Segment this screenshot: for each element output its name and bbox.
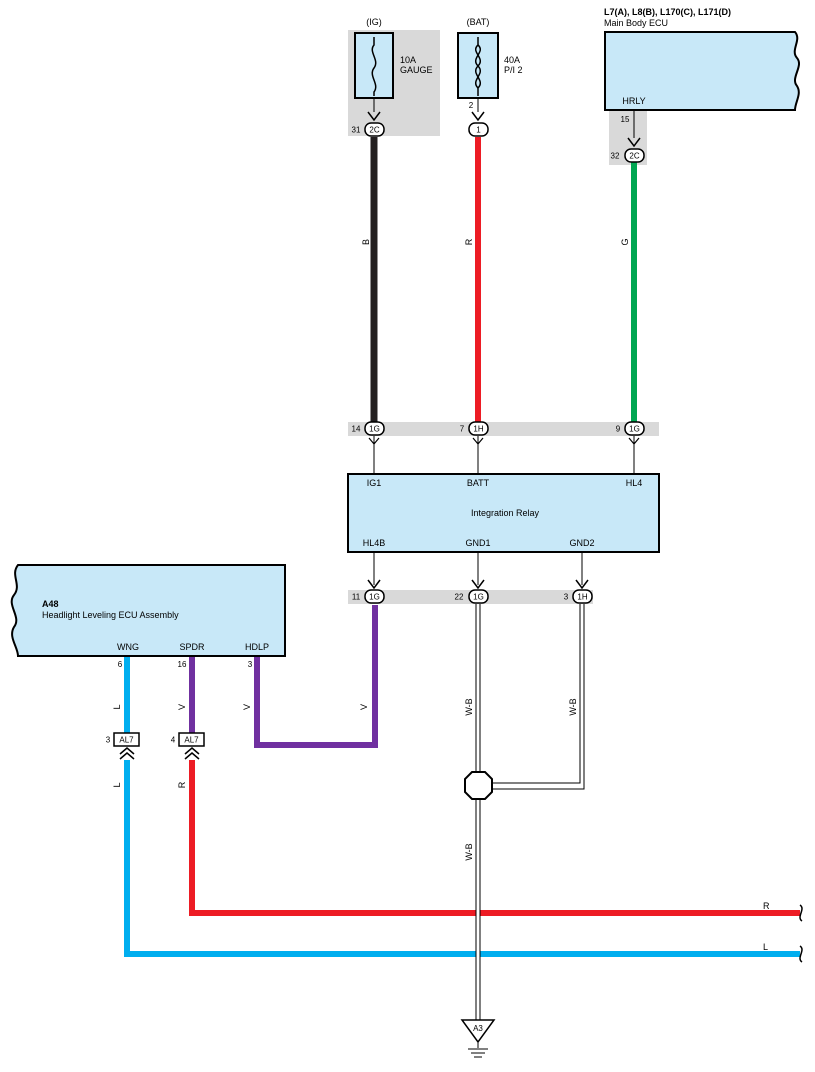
svg-text:2C: 2C	[369, 126, 379, 135]
wire-color-label: B	[361, 239, 371, 245]
main-body-ecu: L7(A), L8(B), L170(C), L171(D) Main Body…	[604, 7, 800, 124]
svg-text:2C: 2C	[629, 152, 639, 161]
fuse-name: GAUGE	[400, 65, 433, 75]
connector-1-bat: 1 2	[468, 101, 489, 137]
wire-wng-blue-out	[124, 760, 800, 957]
ecu-terminal-pin: 15	[621, 115, 630, 124]
svg-text:1H: 1H	[577, 593, 587, 602]
svg-text:1G: 1G	[629, 425, 640, 434]
fuse-icon	[371, 37, 377, 96]
connector-al7-wng: AL7 3	[106, 732, 140, 760]
relay-top-band	[348, 422, 659, 436]
connector-pin: 11	[352, 593, 361, 602]
ecu-pin-hdlp: 3	[248, 660, 253, 669]
wire-color-label: R	[763, 901, 770, 911]
wire-color-label: G	[620, 238, 630, 245]
fuse-gauge: (IG) 10A GAUGE	[354, 17, 433, 99]
ecu-terminal-wng: WNG	[117, 642, 139, 652]
integration-relay: IG1 BATT HL4 Integration Relay HL4B GND1…	[347, 473, 660, 553]
connector-2c-ig: 2C 31	[352, 111, 385, 137]
connector-pin: 9	[616, 425, 621, 434]
connector-pin: 2	[469, 101, 474, 110]
connector-pin: 3	[106, 736, 111, 745]
connector-pin: 14	[352, 425, 361, 434]
wire-color-label: W-B	[464, 843, 474, 860]
relay-terminal-hl4b: HL4B	[363, 538, 386, 548]
ground-a3: A3	[460, 1019, 496, 1058]
wire-spdr-red	[189, 760, 800, 916]
wire-gnd1-white-black	[475, 604, 481, 1020]
ground-code: A3	[473, 1024, 483, 1033]
wire-color-label: W-B	[464, 698, 474, 715]
connector-1g-11: 1G 11	[352, 579, 385, 604]
wire-color-label: R	[464, 238, 474, 245]
wire-color-label: L	[112, 782, 122, 787]
relay-terminal-ig1: IG1	[367, 478, 382, 488]
ecu-code: A48	[42, 599, 59, 609]
connector-1h-3: 1H 3	[564, 579, 593, 604]
connector-1g-14: 1G 14	[352, 421, 385, 445]
svg-text:1H: 1H	[473, 425, 483, 434]
wire-color-label: V	[359, 704, 369, 710]
connector-pin: 32	[611, 152, 620, 161]
wire-color-label: V	[177, 704, 187, 710]
connector-2c-hrly: 2C 32	[611, 137, 645, 163]
relay-terminal-hl4: HL4	[626, 478, 643, 488]
wire-color-label: R	[177, 781, 187, 788]
svg-text:AL7: AL7	[184, 736, 199, 745]
svg-text:1G: 1G	[473, 593, 484, 602]
ecu-terminal-spdr: SPDR	[179, 642, 205, 652]
ecu-codes: L7(A), L8(B), L170(C), L171(D)	[604, 7, 731, 17]
headlight-leveling-ecu: A48 Headlight Leveling ECU Assembly WNG …	[10, 564, 286, 669]
ecu-pin-spdr: 16	[178, 660, 187, 669]
wire-color-label: L	[112, 704, 122, 709]
connector-1g-22: 1G 22	[455, 579, 489, 604]
fuse-source-label: (IG)	[366, 17, 382, 27]
ground-point-icon	[460, 1019, 496, 1044]
ecu-name: Main Body ECU	[604, 18, 668, 28]
ecu-terminal-hdlp: HDLP	[245, 642, 269, 652]
connector-pin: 7	[460, 425, 465, 434]
connector-al7-spdr: AL7 4	[171, 732, 205, 760]
fuse-rating: 10A	[400, 55, 416, 65]
ecu-pin-wng: 6	[118, 660, 123, 669]
fuse-source-label: (BAT)	[467, 17, 490, 27]
connector-pin: 31	[352, 126, 361, 135]
svg-text:1G: 1G	[369, 593, 380, 602]
wire-break-icon	[799, 904, 803, 922]
ecu-name: Headlight Leveling ECU Assembly	[42, 610, 179, 620]
wire-color-label: W-B	[568, 698, 578, 715]
ground-junction	[464, 771, 493, 800]
ecu-terminal-label: HRLY	[622, 96, 645, 106]
relay-name: Integration Relay	[471, 508, 540, 518]
fuse-name: P/I 2	[504, 65, 523, 75]
connector-pin: 3	[564, 593, 569, 602]
svg-text:1: 1	[476, 126, 481, 135]
connector-pin: 22	[455, 593, 464, 602]
wire-hdlp-violet	[254, 605, 378, 748]
wire-break-icon	[799, 945, 803, 963]
wire-gnd2-white-black	[492, 604, 585, 790]
relay-terminal-gnd1: GND1	[465, 538, 490, 548]
wire-color-label: L	[763, 942, 768, 952]
svg-text:AL7: AL7	[119, 736, 134, 745]
connector-pin: 4	[171, 736, 176, 745]
svg-text:1G: 1G	[369, 425, 380, 434]
wire-color-label: V	[242, 704, 252, 710]
fuse-rating: 40A	[504, 55, 520, 65]
relay-terminal-batt: BATT	[467, 478, 490, 488]
ground-icon	[468, 1048, 488, 1058]
relay-terminal-gnd2: GND2	[569, 538, 594, 548]
connector-1g-9: 1G 9	[616, 421, 645, 445]
connector-1h-7: 1H 7	[460, 421, 489, 445]
fuse-pi2: (BAT) 40A P/I 2	[457, 17, 523, 99]
